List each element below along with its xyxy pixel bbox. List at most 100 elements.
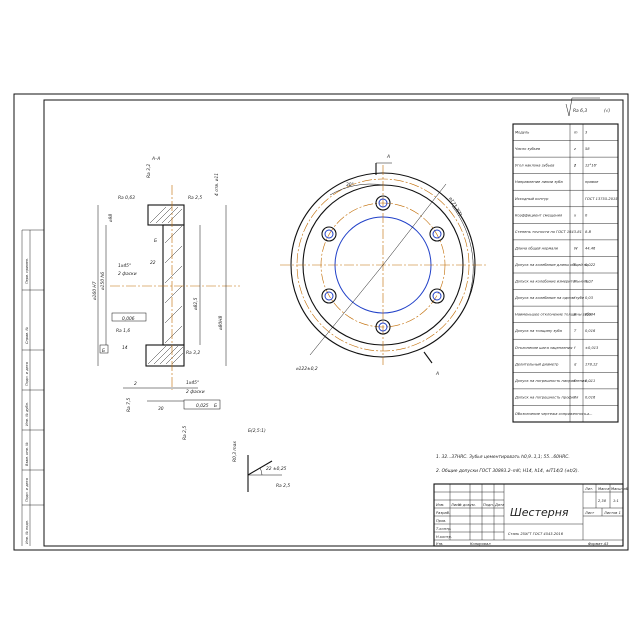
param-name: Делительный диаметр: [514, 362, 559, 366]
dim-chamfer-bottom-count: 2 фаски: [186, 389, 205, 395]
cut-plane-bottom: [423, 351, 433, 364]
param-symbol: E: [574, 313, 577, 317]
detail-title: Б(2,5:1): [248, 428, 266, 434]
tb-col-doc: № докум.: [457, 503, 476, 507]
dim-b-mark: Б: [154, 238, 157, 244]
param-value: —: [585, 412, 589, 416]
tb-format: Формат А3: [588, 542, 609, 546]
param-value: 0,016: [585, 329, 596, 333]
bolt-holes: [321, 195, 445, 335]
dim-chamfer-bottom: 1х45°: [186, 380, 199, 386]
param-value: 178,12: [585, 362, 598, 366]
front-view: A A 30° ⌀173,7(Т) ⌀122±0,2: [280, 154, 486, 377]
tb-lit-label: Лит.: [584, 487, 593, 491]
tb-row-3: Т.контр.: [436, 527, 452, 531]
param-name: Коэффициент смещения: [515, 213, 563, 217]
tb-row-1: Разраб.: [436, 511, 450, 515]
dim-ra-3-2-top: Ra 3,2: [146, 164, 152, 178]
param-value: 0,011: [585, 379, 595, 383]
param-name: Наименьшее отклонение толщины зуба: [515, 313, 591, 317]
sidebar-label-4: Взам. инв. №: [25, 442, 29, 466]
param-symbol: f: [574, 395, 576, 399]
dim-tol-3: 0,025: [196, 403, 209, 409]
dim-22: 22: [150, 260, 156, 266]
tb-sheets-label: Листов 1: [603, 511, 621, 515]
param-value: правое: [585, 180, 599, 184]
param-name: Число зубьев: [515, 147, 540, 151]
section-title: A–A: [151, 156, 160, 162]
param-name: Допуск на погрешность профиля: [514, 395, 579, 399]
dim-ra-0-63: Ra 0,63: [118, 195, 135, 201]
tb-scale: 1:1: [613, 499, 619, 503]
tb-copied: Копировал: [470, 542, 491, 546]
note-2: 2. Общие допуски ГОСТ 30893.2–mK; H14, h…: [436, 468, 579, 474]
param-name: Допуск на колебание измерительного…: [514, 280, 592, 284]
param-value: 44,46: [585, 246, 596, 250]
param-name: Отклонение шага зацепления: [515, 346, 573, 350]
param-name: Исходный контур: [515, 197, 549, 201]
title-block: Лист № докум. Подп. Дата Изм. Разраб. Пр…: [433, 483, 629, 547]
tb-col-sign: Подп.: [483, 503, 494, 507]
param-name: Допуск на колебание на одном зубе: [514, 296, 585, 300]
tb-scale-label: Масштаб: [611, 487, 629, 491]
param-symbol: F: [574, 263, 577, 267]
detail-angle: 22 ±0,25: [266, 466, 287, 472]
tb-row-5: Утв.: [436, 542, 444, 546]
param-symbol: x: [573, 213, 577, 217]
sheet-outer-frame: [13, 93, 629, 551]
param-name: Обозначение чертежа сопряженного з…: [515, 412, 593, 416]
tb-row-4: Н.контр.: [436, 535, 452, 539]
param-symbol: F: [574, 379, 577, 383]
param-value: 0,084: [585, 313, 596, 317]
dim-tol-1: 0,006: [122, 316, 135, 322]
dim-dia-173: ⌀173,7(Т): [447, 196, 463, 218]
param-symbol: f: [574, 346, 576, 350]
param-value: 0,016: [585, 395, 596, 399]
param-value: 0: [585, 213, 588, 217]
tb-col-date: Дата: [494, 503, 504, 507]
param-name: Допуск на колебание длины общей но…: [514, 263, 592, 267]
sheet-inner-frame: [43, 99, 624, 547]
cut-label-top: A: [386, 154, 390, 160]
sidebar-label-2: Подп. и дата: [25, 362, 29, 386]
sidebar-label-3: Инв. № дубл.: [25, 402, 29, 426]
dim-ra-7-5: Ra 7,5: [126, 398, 132, 412]
dim-tol-3-base: Б: [214, 403, 217, 409]
param-value: 58: [585, 147, 590, 151]
part-material: Сталь 25ХГТ ГОСТ 4543-2016: [508, 532, 564, 536]
param-symbol: d: [574, 362, 577, 366]
param-symbol: T: [574, 329, 577, 333]
part-name: Шестерня: [510, 506, 569, 519]
dim-dia-98: ⌀98: [108, 214, 114, 222]
dim-tol-2: Ra 1,6: [116, 328, 130, 334]
dim-2: 2: [134, 381, 137, 387]
dim-dia-160: ⌀160 H7: [92, 281, 98, 300]
detail-ra: Ra 2,5: [276, 483, 290, 489]
note-1: 1. 32...37HRC. Зубья цементировать h0,9.…: [436, 454, 570, 460]
param-name: Модуль: [515, 131, 529, 135]
param-value: 0,03: [585, 296, 594, 300]
param-value: 0,07: [585, 280, 594, 284]
tb-row-2: Пров.: [436, 519, 446, 523]
cut-label-bottom: A: [435, 371, 439, 377]
tb-sheet-label: Лист: [584, 511, 595, 515]
sidebar-label-1: Справ. №: [25, 327, 29, 344]
dim-dia-122: ⌀122±0,2: [296, 366, 318, 372]
param-symbol: z: [573, 147, 576, 151]
param-symbol: m: [574, 131, 578, 135]
dim-four-holes: 4 отв. ⌀11: [214, 173, 220, 196]
param-value: 8-В: [585, 230, 592, 234]
roughness-paren: (√): [604, 108, 611, 114]
param-symbol: β: [574, 164, 577, 168]
param-symbol: W: [574, 246, 578, 250]
tb-row-0: Изм.: [436, 503, 444, 507]
param-name: Допуск на толщину зуба: [514, 329, 562, 333]
dim-ra-2-5-bottom: Ra 2,5: [182, 426, 188, 440]
angle-30: 30°: [346, 182, 354, 188]
sidebar-label-5: Подп. и дата: [25, 478, 29, 502]
dim-chamfer-top-count: 2 фаски: [118, 271, 137, 277]
dim-dia-82: ⌀82,5: [193, 297, 199, 310]
param-symbol: F: [574, 280, 577, 284]
